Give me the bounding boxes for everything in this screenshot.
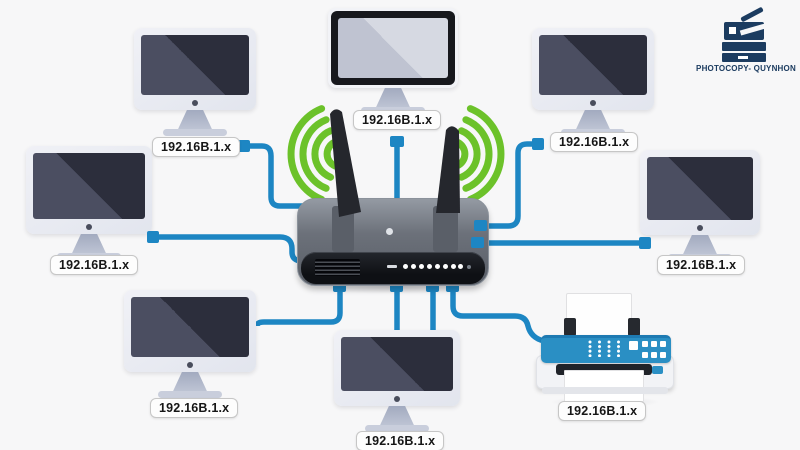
plug-monitor-right [639, 237, 651, 249]
monitor-stand [682, 235, 718, 256]
monitor-right [640, 150, 760, 261]
plug-top-center [390, 136, 404, 147]
monitor-stand [575, 110, 611, 131]
monitor-bottom-left [124, 290, 256, 398]
printer-button [629, 341, 638, 350]
monitor-top-left [134, 28, 256, 136]
ip-label-left: 192.16B.1.x [50, 255, 139, 275]
wifi-arc-right-2 [457, 127, 481, 181]
ip-label-bottom-center: 192.16B.1.x [356, 431, 445, 450]
monitor-frame [134, 28, 256, 110]
monitor-screen [338, 18, 448, 78]
monitor-frame [26, 146, 152, 234]
monitor-stand [379, 406, 415, 427]
antenna-mount-right [433, 206, 458, 252]
monitor-screen [647, 157, 753, 220]
cable-left [159, 234, 308, 264]
led-dot [403, 264, 408, 269]
wifi-arc-left-3 [299, 116, 330, 192]
led-dot [411, 264, 416, 269]
paper-holder-left [564, 318, 576, 336]
monitor-screen [131, 297, 249, 357]
ip-label-right: 192.16B.1.x [657, 255, 746, 275]
monitor-top-right [532, 28, 654, 136]
led-dot [419, 264, 424, 269]
monitor-camera-dot [86, 224, 92, 230]
printer-button [642, 352, 648, 358]
monitor-camera-dot [187, 362, 193, 368]
wifi-arc-left-2 [311, 127, 335, 181]
wifi-arc-right-3 [462, 116, 493, 192]
ip-label-bottom-left: 192.16B.1.x [150, 398, 239, 418]
printer-vent-dots [588, 340, 626, 357]
led-dot [458, 264, 463, 269]
monitor-screen [141, 35, 249, 95]
printer-output-slot [556, 364, 652, 375]
printer-button [660, 341, 666, 347]
cable-bottom-left [254, 290, 343, 327]
logo-text: PHOTOCOPY- QUYNHON [696, 64, 796, 73]
monitor-screen [33, 153, 145, 219]
vent-grille [315, 259, 360, 276]
copier-icon-band [722, 42, 766, 51]
wifi-arc-right-4 [466, 105, 505, 203]
company-logo: PHOTOCOPY- QUYNHON [696, 6, 796, 80]
monitor-camera-dot [697, 225, 703, 231]
paper-holder-right [628, 318, 640, 336]
led-dot [443, 264, 448, 269]
printer-paper-output [564, 370, 644, 402]
ip-label-printer: 192.16B.1.x [558, 401, 647, 421]
power-led-dash [387, 265, 397, 268]
router-top-led [386, 228, 393, 235]
monitor-camera-dot [590, 100, 596, 106]
monitor-bottom-center [334, 330, 460, 432]
led-dot [435, 264, 440, 269]
monitor-base [158, 391, 222, 398]
monitor-stand [71, 234, 107, 255]
monitor-base [365, 425, 429, 432]
monitor-frame [532, 28, 654, 110]
monitor-stand [177, 110, 213, 131]
plug-top-right [532, 138, 544, 150]
antenna-mount-left [332, 206, 354, 252]
copier-icon-handle [740, 6, 764, 23]
copier-icon-drawer-handle [738, 56, 748, 59]
wifi-arc-left-4 [287, 105, 326, 203]
monitor-screen [539, 35, 647, 95]
printer-button [642, 341, 648, 347]
monitor-top-center [328, 8, 458, 114]
monitor-frame [328, 8, 458, 88]
copier-icon-screen [729, 27, 736, 34]
monitor-frame [334, 330, 460, 406]
monitor-frame [124, 290, 256, 372]
router-front-panel [301, 252, 485, 284]
led-dot [427, 264, 432, 269]
printer-base [542, 387, 668, 394]
ip-label-top-center: 192.16B.1.x [353, 110, 442, 130]
monitor-left [26, 146, 152, 260]
monitor-base [163, 129, 227, 136]
led-dot-dim [467, 265, 471, 269]
ip-label-top-right: 192.16B.1.x [550, 132, 639, 152]
monitor-screen [341, 337, 453, 391]
monitor-frame [640, 150, 760, 235]
printer-button [651, 341, 657, 347]
led-dot [451, 264, 456, 269]
wifi-arc-left-1 [323, 138, 339, 170]
printer-button [660, 352, 666, 358]
printer-button [651, 352, 657, 358]
wireless-router [297, 198, 489, 286]
printer-side-button [652, 366, 663, 374]
wifi-arc-right-1 [453, 138, 469, 170]
ip-label-top-left: 192.16B.1.x [152, 137, 241, 157]
cable-printer [450, 290, 551, 346]
printer [536, 290, 676, 406]
monitor-stand [172, 372, 208, 393]
monitor-camera-dot [192, 100, 198, 106]
monitor-camera-dot [394, 396, 400, 402]
monitor-stand [375, 88, 411, 109]
printer-paper-input [566, 293, 632, 341]
